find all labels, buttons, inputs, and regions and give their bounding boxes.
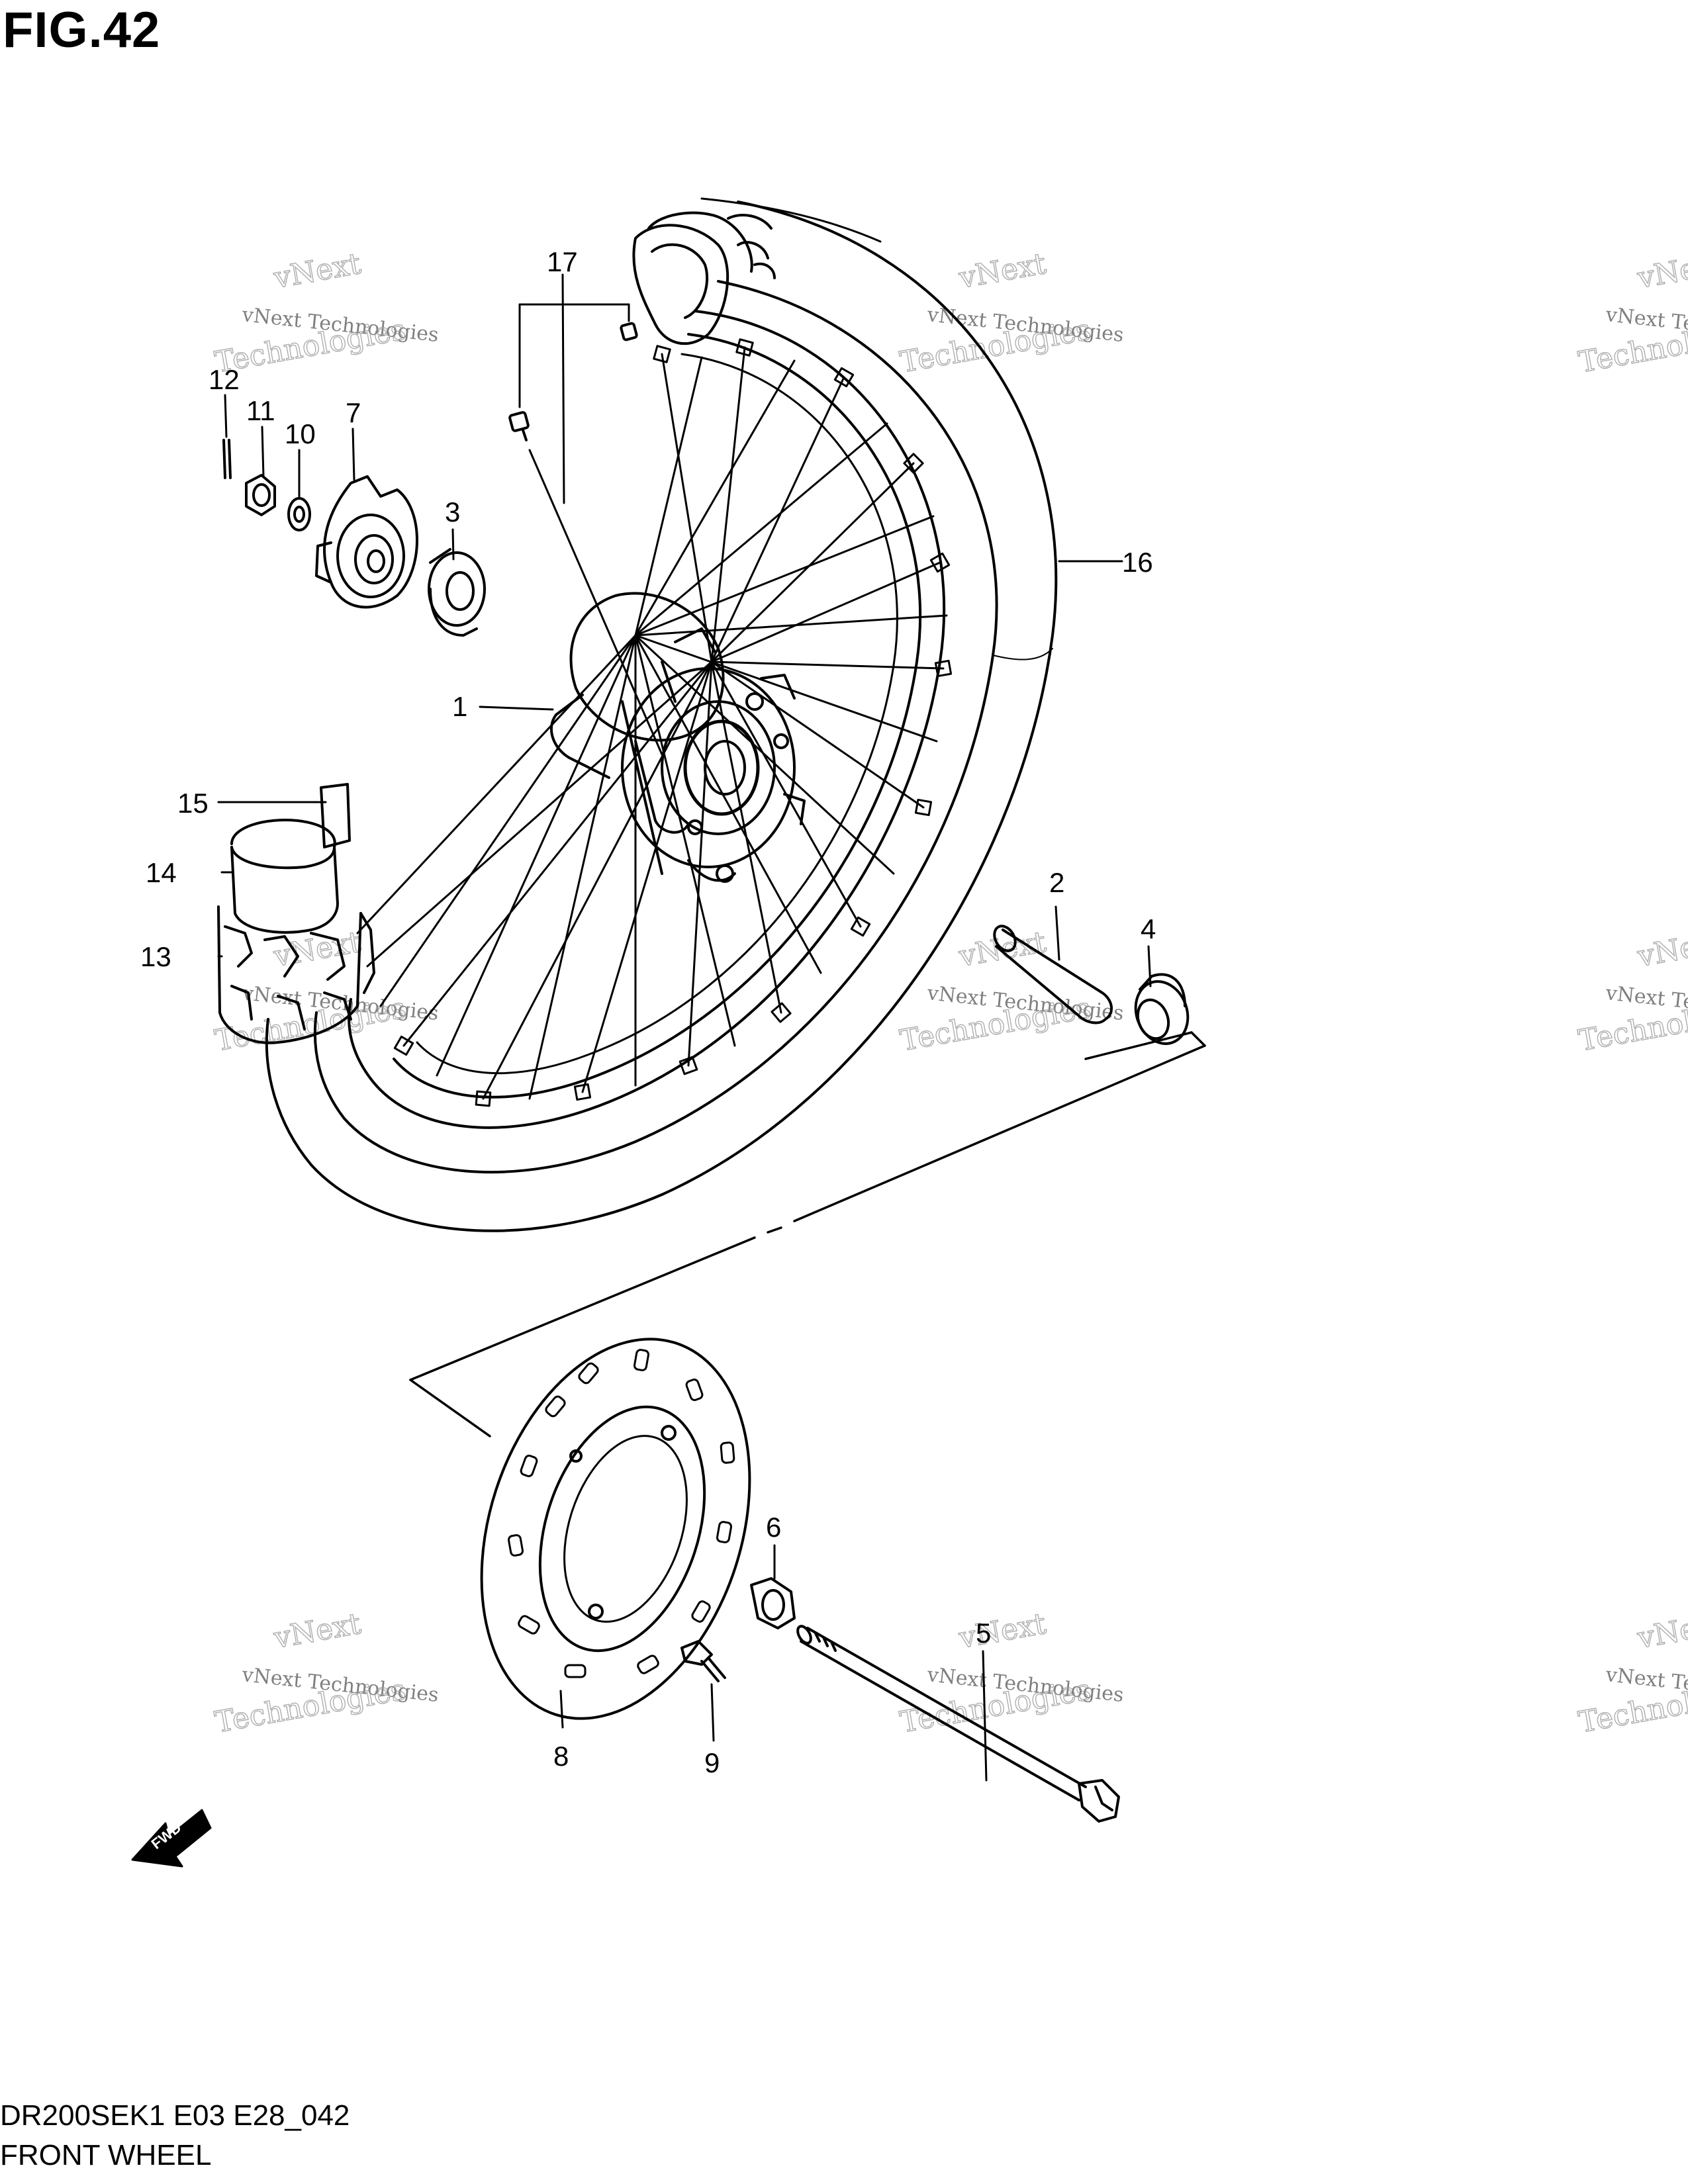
drive-gear: [245, 474, 276, 516]
rim-tire-lock: [632, 211, 776, 345]
svg-text:vNext: vNext: [1634, 1607, 1688, 1655]
wheel-bearing: [428, 548, 486, 637]
callout-15: 15: [177, 788, 209, 819]
callout-10: 10: [285, 418, 316, 449]
cotter-pin: [222, 439, 232, 479]
section-name: FRONT WHEEL: [0, 2139, 212, 2171]
fwd-arrow-icon: [131, 1809, 212, 1868]
dust-seal-spacer: [1134, 973, 1190, 1045]
callout-3: 3: [445, 496, 460, 527]
exploded-view-frame: [409, 1031, 1206, 1437]
callout-1: 1: [452, 691, 467, 722]
svg-text:vNext: vNext: [956, 1607, 1049, 1655]
callout-14: 14: [146, 857, 177, 888]
watermark: vNext vNext Technologies Technologies: [897, 925, 1125, 1058]
rim: [348, 310, 946, 1129]
hub: [549, 592, 806, 883]
spoke-nipples: [393, 338, 953, 1107]
axle-spacer: [993, 925, 1113, 1024]
callout-7: 7: [346, 397, 361, 428]
callout-11: 11: [246, 395, 275, 426]
disc-bolt: [680, 1640, 726, 1682]
brake-disc: [480, 1338, 751, 1720]
callout-labels: 1 2 3 4 5 6 7 8 9 10 11 12 13 14 15 16 1…: [140, 246, 1156, 1778]
callout-6: 6: [766, 1512, 781, 1543]
callout-12: 12: [209, 364, 240, 395]
watermark: vNext vNext Technologies Technologies: [897, 1606, 1125, 1740]
rim-lock-assembly: [217, 783, 375, 1044]
svg-text:vNext: vNext: [1634, 247, 1688, 295]
watermark-group: vNext vNext Technologies Technologies vN…: [212, 246, 1688, 1740]
spokes: [356, 346, 948, 1100]
washer: [287, 497, 311, 531]
callout-13: 13: [140, 941, 171, 972]
callout-2: 2: [1049, 867, 1064, 898]
callout-8: 8: [553, 1741, 569, 1772]
callout-17: 17: [547, 246, 578, 277]
leader-lines: [217, 273, 1152, 1782]
watermark: vNext vNext Technologies Technologies: [1575, 1606, 1688, 1740]
watermark: vNext vNext Technologies Technologies: [212, 1606, 440, 1740]
watermark: vNext vNext Technologies Technologies: [212, 246, 440, 380]
callout-5: 5: [976, 1617, 991, 1649]
front-axle: [796, 1625, 1120, 1823]
callout-4: 4: [1141, 913, 1156, 944]
watermark: vNext vNext Technologies Technologies: [1575, 246, 1688, 380]
watermark: vNext vNext Technologies Technologies: [897, 246, 1125, 380]
model-code: DR200SEK1 E03 E28_042: [0, 2099, 350, 2132]
callout-9: 9: [704, 1747, 720, 1778]
callout-16: 16: [1122, 547, 1153, 578]
svg-text:vNext: vNext: [1634, 925, 1688, 974]
svg-text:vNext: vNext: [271, 247, 363, 295]
svg-text:vNext: vNext: [956, 247, 1049, 295]
speedometer-gearbox: [315, 475, 418, 609]
axle-nut: [750, 1577, 796, 1629]
watermark: vNext vNext Technologies Technologies: [1575, 925, 1688, 1058]
tire: [265, 197, 1058, 1232]
spoke-nipple-detail: [508, 322, 638, 441]
figure-title: FIG.42: [3, 2, 161, 58]
svg-text:vNext: vNext: [271, 1607, 363, 1655]
